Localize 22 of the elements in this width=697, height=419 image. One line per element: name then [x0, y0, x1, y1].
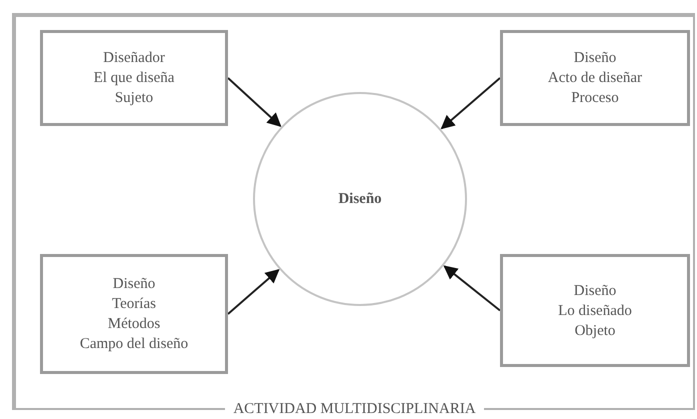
- arrow: [443, 265, 501, 312]
- concept-box: [500, 254, 690, 367]
- box-line: Acto de diseñar: [548, 69, 642, 88]
- box-line: Sujeto: [114, 89, 154, 108]
- box-line: Proceso: [571, 89, 619, 108]
- box-line: Diseño: [574, 49, 616, 68]
- box-line: Diseñador: [103, 49, 165, 68]
- box-line: Diseño: [112, 275, 156, 294]
- box-line: Objeto: [574, 322, 616, 340]
- box-line: Campo del diseño: [80, 335, 188, 354]
- box-line: Métodos: [108, 315, 160, 334]
- center-label: Diseño: [338, 190, 382, 209]
- arrow: [227, 77, 282, 127]
- concept-box: [500, 30, 690, 126]
- concept-box: [40, 30, 228, 126]
- box-line: Teorías: [112, 295, 156, 314]
- arrow: [440, 77, 501, 130]
- box-line: Diseño: [574, 282, 616, 300]
- box-line: El que diseña: [94, 69, 174, 88]
- concept-box: [40, 254, 228, 374]
- arrow: [227, 269, 280, 315]
- box-line: Lo diseñado: [558, 302, 632, 320]
